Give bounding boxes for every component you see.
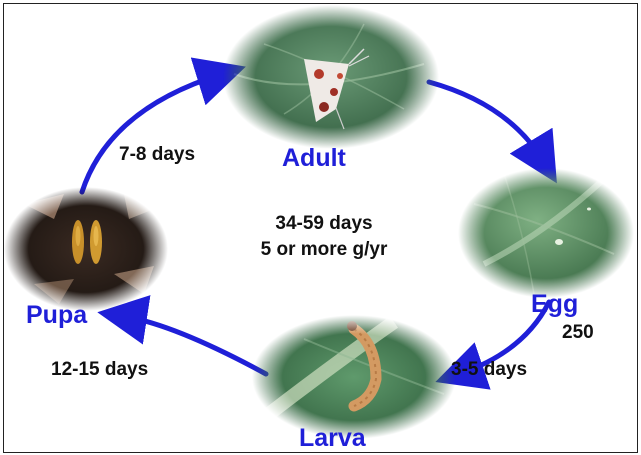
larva-photo (252, 315, 456, 439)
duration-egg-to-larva: 3-5 days (451, 359, 527, 381)
arrow-adult-to-egg (429, 82, 544, 162)
stage-label-larva: Larva (299, 424, 366, 453)
pupa-photo (4, 187, 168, 311)
egg-count: 250 (562, 322, 594, 344)
stage-label-adult: Adult (282, 144, 346, 173)
stage-label-egg: Egg (531, 290, 578, 319)
egg-icon (555, 239, 563, 245)
duration-pupa-to-adult: 7-8 days (119, 144, 195, 166)
total-duration: 34-59 days (224, 211, 424, 237)
center-summary: 34-59 days 5 or more g/yr (224, 211, 424, 263)
egg-photo (458, 168, 634, 298)
arrow-pupa-to-adult (82, 74, 222, 192)
generations-per-year: 5 or more g/yr (224, 237, 424, 263)
adult-photo (223, 5, 439, 149)
stage-label-pupa: Pupa (26, 301, 87, 330)
lifecycle-diagram: Adult Egg Larva Pupa 250 7-8 days 3-5 da… (3, 3, 638, 453)
duration-larva-to-pupa: 12-15 days (51, 359, 148, 381)
